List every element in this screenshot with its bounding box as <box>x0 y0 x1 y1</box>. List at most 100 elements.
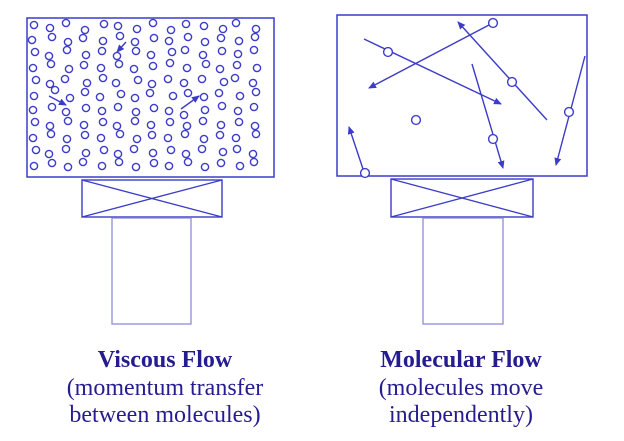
molecule <box>251 129 261 139</box>
molecule <box>44 149 54 159</box>
left-outlet-tube <box>111 217 192 325</box>
molecule <box>80 25 90 35</box>
molecule <box>113 102 123 112</box>
molecule <box>80 87 90 97</box>
molecule <box>130 116 140 126</box>
molecule <box>149 33 159 43</box>
right-outlet-tube <box>422 217 504 325</box>
molecule <box>163 74 173 84</box>
molecule <box>164 36 174 46</box>
viscous-flow-title: Viscous Flow <box>97 347 233 373</box>
molecule <box>231 18 241 28</box>
molecule <box>249 157 259 167</box>
molecule <box>82 78 92 88</box>
right-motion-arrow <box>347 126 364 170</box>
molecule <box>180 129 190 139</box>
molecule <box>197 74 207 84</box>
molecule <box>81 50 91 60</box>
molecule <box>183 157 193 167</box>
molecule <box>114 59 124 69</box>
molecule <box>148 18 158 28</box>
molecule <box>99 145 109 155</box>
molecular-flow-label: Molecular Flow (molecules move independe… <box>301 347 621 429</box>
molecule <box>183 88 193 98</box>
molecule <box>359 167 371 179</box>
right-valve <box>390 178 534 218</box>
left-valve-cross <box>81 179 223 218</box>
molecule <box>249 102 259 112</box>
molecule <box>79 60 89 70</box>
molecule <box>46 59 56 69</box>
molecule <box>132 24 142 34</box>
molecular-flow-subtitle-line2: independently) <box>389 402 533 428</box>
molecule <box>62 45 72 55</box>
molecule <box>97 161 107 171</box>
right-motion-arrow <box>471 63 505 169</box>
molecule <box>197 144 207 154</box>
molecule <box>232 144 242 154</box>
molecule <box>47 158 57 168</box>
molecule <box>218 147 228 157</box>
molecule <box>129 144 139 154</box>
molecule <box>182 121 192 131</box>
molecule <box>563 106 575 118</box>
molecule <box>113 21 123 31</box>
molecule <box>44 51 54 61</box>
molecule <box>166 25 176 35</box>
molecule <box>216 33 226 43</box>
molecule <box>217 46 227 56</box>
molecule <box>111 78 121 88</box>
molecule <box>200 162 210 172</box>
molecule <box>165 117 175 127</box>
molecule <box>148 61 158 71</box>
molecule <box>181 149 191 159</box>
viscous-flow-subtitle-line2: between molecules) <box>69 402 261 428</box>
molecule <box>131 46 141 56</box>
left-chamber <box>26 17 275 178</box>
right-chamber <box>336 14 588 177</box>
molecule <box>50 85 60 95</box>
molecule <box>214 88 224 98</box>
molecule <box>45 79 55 89</box>
molecule <box>199 21 209 31</box>
molecule <box>61 18 71 28</box>
molecule <box>233 106 243 116</box>
molecule <box>45 121 55 131</box>
right-motion-arrow <box>368 24 490 89</box>
molecule <box>248 149 258 159</box>
molecule <box>80 130 90 140</box>
molecule <box>250 32 260 42</box>
molecule <box>215 64 225 74</box>
molecule <box>97 106 107 116</box>
molecule <box>60 74 70 84</box>
molecule <box>199 92 209 102</box>
molecule <box>115 129 125 139</box>
molecule <box>146 50 156 60</box>
molecule <box>183 32 193 42</box>
molecule <box>149 158 159 168</box>
molecule <box>181 19 191 29</box>
molecule <box>30 117 40 127</box>
diagram-root <box>26 14 588 325</box>
molecule <box>145 88 155 98</box>
molecule <box>147 130 157 140</box>
molecule <box>487 17 499 29</box>
molecule <box>199 134 209 144</box>
molecule <box>132 134 142 144</box>
molecule <box>78 33 88 43</box>
molecule <box>61 107 71 117</box>
molecule <box>250 121 260 131</box>
molecule <box>61 144 71 154</box>
molecule <box>63 162 73 172</box>
molecule <box>112 121 122 131</box>
molecule <box>180 45 190 55</box>
molecule <box>251 87 261 97</box>
molecule <box>252 63 262 73</box>
molecule <box>232 60 242 70</box>
left-valve <box>81 179 223 218</box>
molecule <box>149 103 159 113</box>
molecule <box>78 157 88 167</box>
molecule <box>166 145 176 155</box>
molecule <box>216 158 226 168</box>
molecule <box>248 78 258 88</box>
